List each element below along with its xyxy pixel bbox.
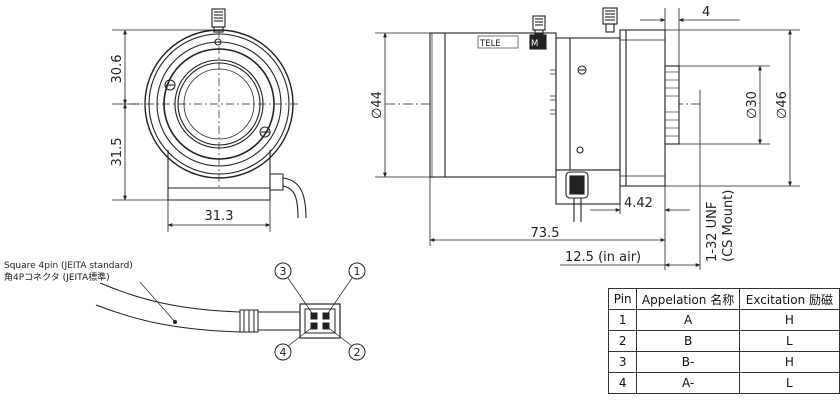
dim-diameter-46-symbol: ∅ [775,108,790,119]
side-view: TELE M [385,7,700,222]
excitation-cell: L [738,372,840,394]
excitation-cell: L [738,330,840,352]
front-view-dimensions [112,29,271,232]
excitation-cell: H [738,351,840,373]
dim-diameter-46: 46 [775,91,790,108]
pin-cell: 4 [607,372,638,394]
table-row: 4 A- L [607,372,840,394]
table-row: 3 B- H [607,351,840,373]
dim-diameter-30-text: ∅30 [745,91,760,119]
side-view-dimensions [375,8,800,270]
pin-callout-1: 1 [354,265,361,278]
table-row: 1 A H [607,309,840,331]
dim-12-5: 12.5 (in air) [565,250,641,265]
dim-diameter-44-symbol: ∅ [370,108,385,119]
dim-73-5: 73.5 [531,226,560,241]
connector-label-jp: 角4Pコネクタ (JEITA標準) [4,271,110,283]
dim-diameter-46-text: ∅46 [775,91,790,119]
name-cell: B [636,330,740,352]
dim-diameter-44-text: ∅44 [370,91,385,119]
pin-table-header: Pin Appelation 名称 Excitation 励磁 [607,288,840,310]
header-excitation: Excitation 励磁 [738,288,840,310]
pin-callout-3: 3 [280,265,287,278]
header-pin: Pin [607,288,638,310]
barrel-label-1: TELE [479,39,501,49]
dim-front-bottom: 31.5 [110,138,125,167]
pin-callout-4: 4 [280,346,287,359]
mount-spec-line2: (CS Mount) [721,190,736,262]
mount-spec-line1: 1-32 UNF [705,202,720,262]
excitation-cell: H [738,309,840,331]
pin-table: Pin Appelation 名称 Excitation 励磁 1 A H 2 … [607,288,840,394]
dim-front-width: 31.3 [205,209,234,224]
front-view [130,8,307,219]
name-cell: A [636,309,740,331]
pin-callout-2: 2 [354,346,361,359]
pin-cell: 2 [607,330,638,352]
barrel-label-2: M [531,39,538,49]
table-row: 2 B L [607,330,840,352]
connector-drawing [95,262,366,361]
header-appelation: Appelation 名称 [636,288,740,310]
dim-flange-4: 4 [702,5,710,20]
connector-label-en: Square 4pin (JEITA standard) [4,261,133,271]
name-cell: A- [636,372,740,394]
dim-4-42: 4.42 [624,196,653,211]
dim-front-top: 30.6 [110,55,125,84]
dim-diameter-44: 44 [370,91,385,108]
dim-diameter-30: 30 [745,91,760,108]
pin-cell: 3 [607,351,638,373]
pin-cell: 1 [607,309,638,331]
dim-diameter-30-symbol: ∅ [745,108,760,119]
name-cell: B- [636,351,740,373]
